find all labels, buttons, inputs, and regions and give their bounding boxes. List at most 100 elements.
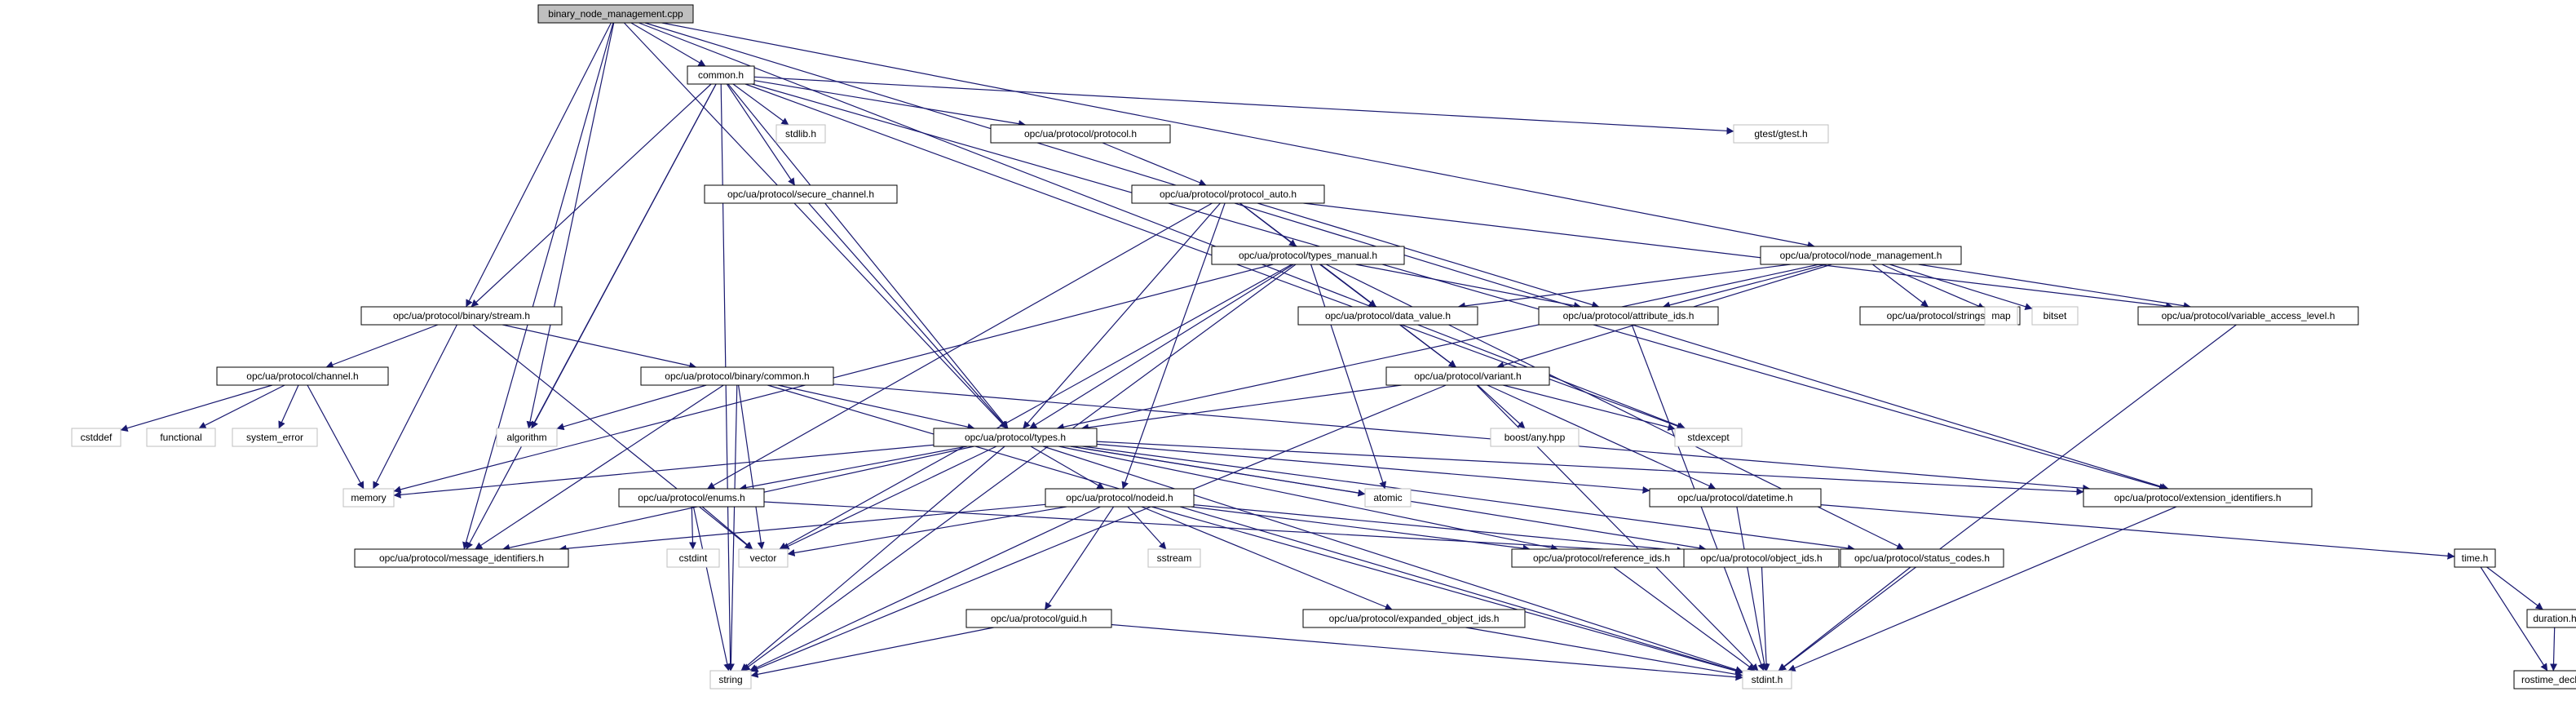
node-box-system_error bbox=[232, 428, 318, 447]
edge-extension_identifiers-to-stdint bbox=[1787, 506, 2177, 672]
node-box-vector bbox=[738, 548, 789, 568]
edge-node_management-to-variable_access_level bbox=[1918, 264, 2191, 310]
node-label-cstddef: cstddef bbox=[81, 432, 113, 443]
edge-object_ids-to-stdint bbox=[1761, 566, 1770, 672]
node-vector[interactable]: vector bbox=[738, 548, 789, 568]
edge-protocol_auto-to-variable_access_level bbox=[1303, 202, 2174, 310]
edge-common-to-extension_identifiers bbox=[752, 83, 2167, 490]
node-node_management[interactable]: opc/ua/protocol/node_management.h bbox=[1760, 246, 1962, 265]
node-box-extension_identifiers bbox=[2083, 488, 2313, 508]
node-system_error[interactable]: system_error bbox=[232, 428, 318, 447]
node-label-common: common.h bbox=[698, 69, 744, 81]
node-guid[interactable]: opc/ua/protocol/guid.h bbox=[965, 609, 1112, 628]
node-reference_ids[interactable]: opc/ua/protocol/reference_ids.h bbox=[1511, 548, 1692, 568]
node-bitset[interactable]: bitset bbox=[2031, 306, 2079, 326]
node-types[interactable]: opc/ua/protocol/types.h bbox=[933, 428, 1098, 447]
edge-types-to-status_codes bbox=[1082, 446, 1855, 552]
node-box-common bbox=[687, 65, 755, 85]
edge-types_manual-to-string bbox=[742, 264, 1297, 672]
node-label-data_value: opc/ua/protocol/data_value.h bbox=[1325, 310, 1451, 321]
edge-binary_node_management-to-message_identifiers bbox=[462, 22, 614, 550]
node-rostime_decl[interactable]: rostime_decl.h bbox=[2513, 670, 2576, 689]
edge-time-to-duration bbox=[2486, 566, 2543, 610]
node-label-string: string bbox=[718, 674, 742, 685]
edge-binary_node_management-to-common bbox=[630, 22, 706, 67]
node-box-map bbox=[1984, 306, 2018, 326]
edge-enums-to-object_ids bbox=[763, 501, 1685, 557]
node-label-expanded_object_ids: opc/ua/protocol/expanded_object_ids.h bbox=[1329, 613, 1500, 624]
edge-nodeid-to-message_identifiers bbox=[559, 503, 1046, 552]
node-time[interactable]: time.h bbox=[2454, 548, 2496, 568]
node-stdlib[interactable]: stdlib.h bbox=[775, 124, 826, 144]
node-memory[interactable]: memory bbox=[342, 488, 395, 508]
edge-types-to-nodeid bbox=[1030, 446, 1105, 490]
node-common[interactable]: common.h bbox=[687, 65, 755, 85]
node-label-sstream: sstream bbox=[1157, 552, 1192, 564]
node-label-types_manual: opc/ua/protocol/types_manual.h bbox=[1239, 250, 1377, 261]
node-protocol_auto[interactable]: opc/ua/protocol/protocol_auto.h bbox=[1131, 184, 1325, 204]
node-cstddef[interactable]: cstddef bbox=[71, 428, 122, 447]
node-extension_identifiers[interactable]: opc/ua/protocol/extension_identifiers.h bbox=[2083, 488, 2313, 508]
node-binary_common[interactable]: opc/ua/protocol/binary/common.h bbox=[640, 366, 834, 386]
edge-binary_common-to-extension_identifiers bbox=[833, 384, 2091, 492]
node-label-rostime_decl: rostime_decl.h bbox=[2521, 674, 2576, 685]
node-stdint[interactable]: stdint.h bbox=[1742, 670, 1792, 689]
node-expanded_object_ids[interactable]: opc/ua/protocol/expanded_object_ids.h bbox=[1302, 609, 1526, 628]
node-gtest[interactable]: gtest/gtest.h bbox=[1733, 124, 1829, 144]
node-map[interactable]: map bbox=[1984, 306, 2018, 326]
node-nodeid[interactable]: opc/ua/protocol/nodeid.h bbox=[1045, 488, 1195, 508]
edge-common-to-gtest bbox=[753, 76, 1734, 135]
node-label-enums: opc/ua/protocol/enums.h bbox=[638, 492, 745, 503]
edge-protocol_auto-to-attribute_ids bbox=[1257, 202, 1600, 308]
node-variable_access_level[interactable]: opc/ua/protocol/variable_access_level.h bbox=[2137, 306, 2359, 326]
edge-expanded_object_ids-to-stdint bbox=[1465, 627, 1743, 678]
node-sstream[interactable]: sstream bbox=[1147, 548, 1201, 568]
node-message_identifiers[interactable]: opc/ua/protocol/message_identifiers.h bbox=[354, 548, 569, 568]
node-binary_stream[interactable]: opc/ua/protocol/binary/stream.h bbox=[360, 306, 563, 326]
node-label-memory: memory bbox=[351, 492, 386, 503]
edge-guid-to-stdint bbox=[1111, 623, 1743, 681]
node-label-duration: duration.h bbox=[2533, 613, 2576, 624]
node-label-bitset: bitset bbox=[2044, 310, 2067, 321]
node-stdexcept[interactable]: stdexcept bbox=[1674, 428, 1743, 447]
node-box-stdexcept bbox=[1674, 428, 1743, 447]
node-atomic[interactable]: atomic bbox=[1364, 488, 1412, 508]
edge-binary_common-to-vector bbox=[738, 384, 765, 550]
node-status_codes[interactable]: opc/ua/protocol/status_codes.h bbox=[1840, 548, 2004, 568]
node-attribute_ids[interactable]: opc/ua/protocol/attribute_ids.h bbox=[1538, 306, 1719, 326]
node-types_manual[interactable]: opc/ua/protocol/types_manual.h bbox=[1211, 246, 1405, 265]
node-enums[interactable]: opc/ua/protocol/enums.h bbox=[618, 488, 765, 508]
edge-binary_stream-to-memory bbox=[373, 324, 457, 490]
node-duration[interactable]: duration.h bbox=[2526, 609, 2576, 628]
edge-binary_common-to-string bbox=[727, 384, 738, 672]
node-object_ids[interactable]: opc/ua/protocol/object_ids.h bbox=[1683, 548, 1840, 568]
node-binary_node_management[interactable]: binary_node_management.cpp bbox=[537, 4, 694, 24]
node-label-map: map bbox=[1991, 310, 2011, 321]
node-datetime[interactable]: opc/ua/protocol/datetime.h bbox=[1649, 488, 1822, 508]
node-algorithm[interactable]: algorithm bbox=[496, 428, 558, 447]
node-label-nodeid: opc/ua/protocol/nodeid.h bbox=[1066, 492, 1173, 503]
node-boost_any[interactable]: boost/any.hpp bbox=[1490, 428, 1580, 447]
node-cstdint[interactable]: cstdint bbox=[666, 548, 720, 568]
node-functional[interactable]: functional bbox=[146, 428, 216, 447]
edge-datetime-to-time bbox=[1820, 504, 2455, 560]
edge-nodeid-to-sstream bbox=[1127, 506, 1167, 550]
node-data_value[interactable]: opc/ua/protocol/data_value.h bbox=[1297, 306, 1478, 326]
edge-types_manual-to-types bbox=[1029, 264, 1294, 429]
node-variant[interactable]: opc/ua/protocol/variant.h bbox=[1385, 366, 1550, 386]
node-label-boost_any: boost/any.hpp bbox=[1505, 432, 1566, 443]
edge-datetime-to-stdint bbox=[1736, 506, 1769, 672]
node-string[interactable]: string bbox=[709, 670, 752, 689]
node-box-variant bbox=[1385, 366, 1550, 386]
node-strings[interactable]: opc/ua/protocol/strings.h bbox=[1859, 306, 2021, 326]
node-secure_channel[interactable]: opc/ua/protocol/secure_channel.h bbox=[704, 184, 898, 204]
edge-nodeid-to-string bbox=[749, 506, 1101, 672]
node-channel[interactable]: opc/ua/protocol/channel.h bbox=[216, 366, 389, 386]
node-label-algorithm: algorithm bbox=[506, 432, 546, 443]
node-label-binary_node_management: binary_node_management.cpp bbox=[548, 8, 683, 20]
edge-nodeid-to-reference_ids bbox=[1191, 506, 1531, 552]
edge-types-to-enums bbox=[739, 446, 968, 491]
node-protocol[interactable]: opc/ua/protocol/protocol.h bbox=[990, 124, 1171, 144]
node-box-binary_common bbox=[640, 366, 834, 386]
node-label-vector: vector bbox=[750, 552, 777, 564]
